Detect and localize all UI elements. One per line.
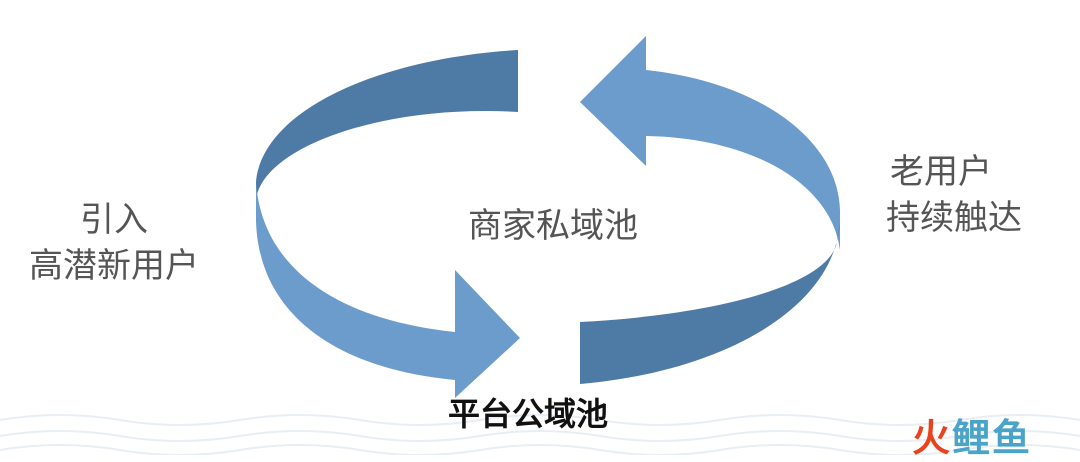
left-arrow-head (455, 270, 520, 398)
right-arrow-front-band (646, 70, 840, 250)
watermark-logo: 火鲤鱼 (912, 407, 1032, 462)
right-arrow-back-band (580, 222, 840, 384)
left-arrow-front-band (256, 182, 455, 380)
left-caption-line2: 高潜新用户 (29, 245, 199, 286)
right-caption: 老用户 持续触达 (886, 150, 1022, 242)
right-caption-line2: 持续触达 (886, 197, 1022, 238)
left-arrow-back-band (256, 50, 518, 200)
watermark-part2: 鲤鱼 (952, 416, 1033, 460)
right-caption-line1: 老用户 (890, 152, 992, 192)
right-arrow-head (580, 36, 646, 166)
left-caption-line1: 引入 (80, 200, 148, 240)
watermark-part1: 火 (912, 416, 953, 460)
left-caption: 引入 高潜新用户 (24, 198, 204, 290)
center-caption: 商家私域池 (468, 206, 638, 246)
bottom-caption: 平台公域池 (448, 395, 609, 433)
